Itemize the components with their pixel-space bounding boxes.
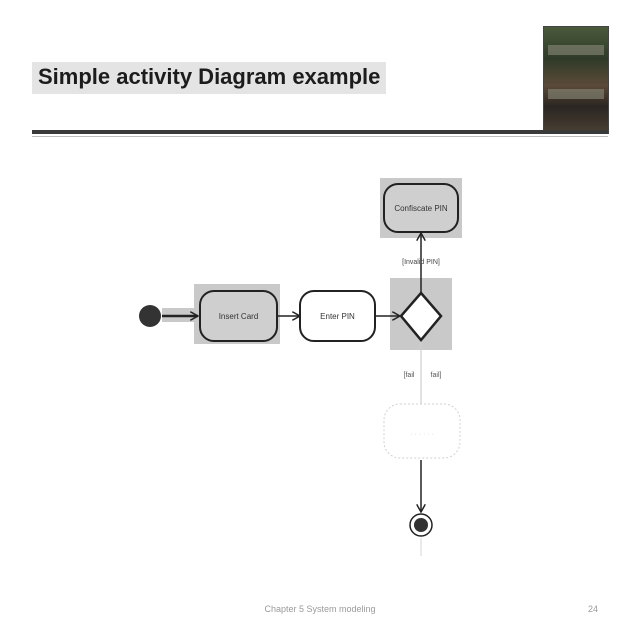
book-cover-image <box>543 26 609 134</box>
enter-pin-label: Enter PIN <box>320 312 355 321</box>
decision-node <box>399 291 443 342</box>
page-number: 24 <box>588 604 599 614</box>
slide-footer: Chapter 5 System modeling <box>264 604 376 614</box>
insert-card-label: Insert Card <box>219 312 259 321</box>
guard-invalid-pin: [Invalid PIN] <box>402 259 440 266</box>
slide-title: Simple activity Diagram example <box>38 64 381 89</box>
guard-ok: fail] <box>431 372 442 379</box>
final-node-core <box>414 518 428 532</box>
faded-action-label: · · · · · · <box>410 431 434 438</box>
faded-action <box>383 403 461 459</box>
title-rule <box>32 130 608 134</box>
title-rule-shadow <box>32 136 608 137</box>
insert-card-action <box>199 290 278 342</box>
guard-fail: [fail <box>404 372 415 379</box>
confiscate-pin-action <box>383 183 459 233</box>
book-cover-band <box>548 89 604 99</box>
book-cover-band <box>548 45 604 55</box>
initial-node <box>139 305 161 327</box>
title-highlight: Simple activity Diagram example <box>32 62 387 94</box>
enter-pin-action <box>299 290 376 342</box>
confiscate-pin-label: Confiscate PIN <box>394 204 448 213</box>
